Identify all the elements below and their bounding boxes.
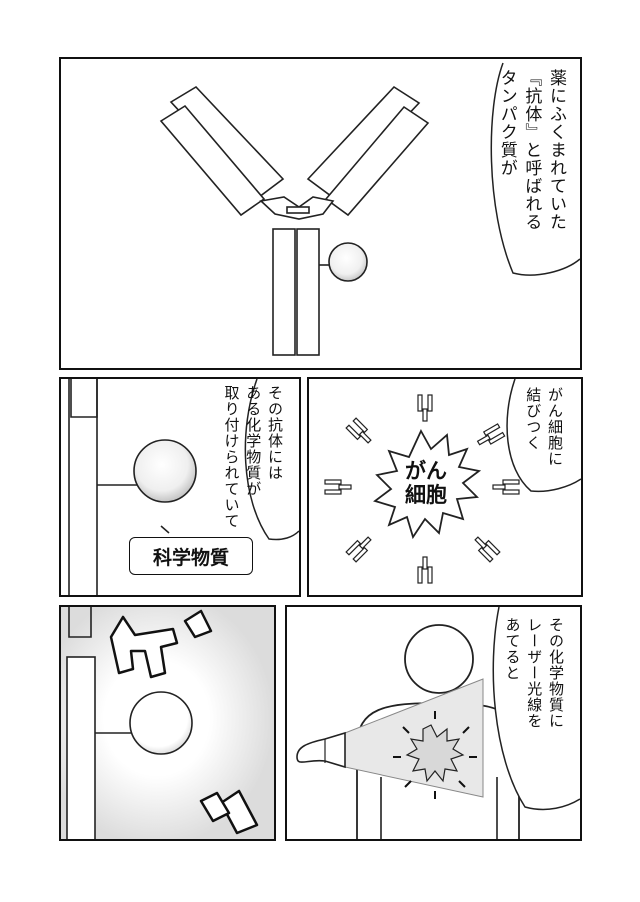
caption-binds: がん細胞に 結びつく bbox=[524, 387, 564, 467]
cancer-cell-label: がん 細胞 bbox=[405, 459, 447, 508]
flash-illustration bbox=[61, 607, 274, 839]
cancer-cell-illustration bbox=[324, 379, 581, 584]
panel-4-flash: カッ bbox=[59, 605, 276, 841]
panel-1-antibody: 薬にふくまれていた 『抗体』と呼ばれる タンパク質が bbox=[59, 57, 582, 370]
chemical-label: 科学物質 bbox=[129, 537, 253, 575]
caption-antibody: 薬にふくまれていた 『抗体』と呼ばれる タンパク質が bbox=[496, 69, 566, 231]
antibody-closeup-illustration bbox=[68, 379, 299, 595]
panel-3-cancer-cell: がん 細胞 がん細胞に 結びつく bbox=[307, 377, 583, 597]
laser-treatment-illustration bbox=[296, 607, 580, 839]
panel-2-chemical: その抗体には ある化学物質が 取り付けられていて 科学物質 bbox=[59, 377, 301, 597]
antibody-illustration bbox=[159, 62, 580, 356]
caption-chemical: その抗体には ある化学物質が 取り付けられていて bbox=[222, 385, 285, 529]
cancer-cell-burst-icon bbox=[373, 429, 482, 540]
caption-laser: その化学物質に レーザー光線を あてると bbox=[503, 617, 566, 729]
panel-5-laser: その化学物質に レーザー光線を あてると bbox=[285, 605, 582, 841]
cancer-cell-small-icon bbox=[405, 724, 465, 783]
